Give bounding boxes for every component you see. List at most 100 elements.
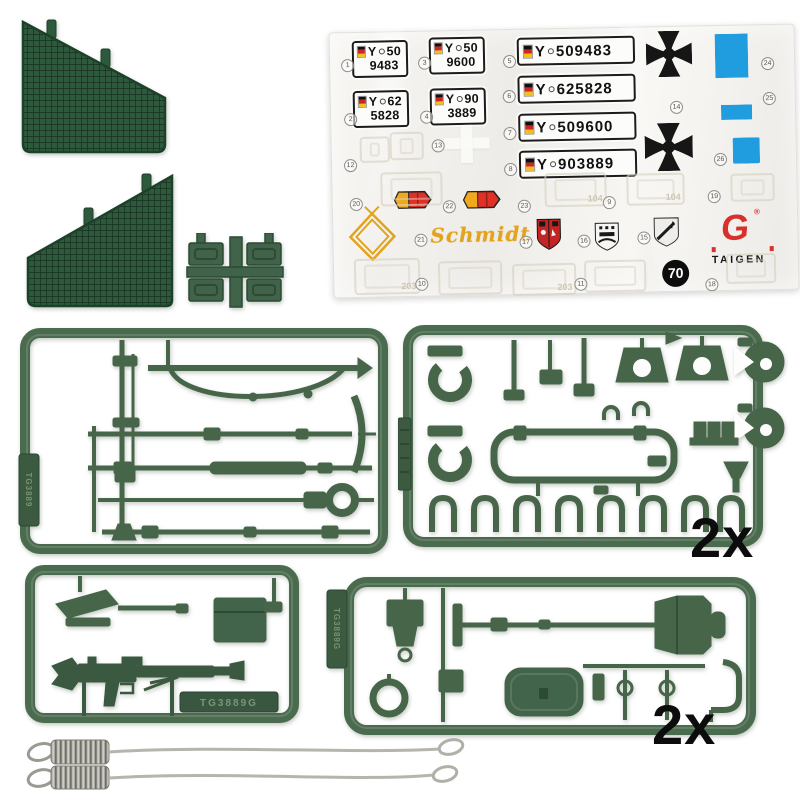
schmidt-script-decal: Schmidt — [430, 221, 531, 248]
blue-decal — [714, 33, 749, 79]
pin-parts — [583, 664, 705, 720]
crank-part — [709, 659, 742, 722]
plate-prefix: Y — [535, 80, 547, 99]
plate-prefix: Y — [445, 91, 455, 107]
sprue-tag-text: TG3889G — [200, 698, 258, 709]
decal-ref-number: 12 — [343, 158, 358, 173]
white-decal-ghost — [389, 131, 424, 161]
sprue-tag: TG3889G — [326, 589, 348, 669]
tow-cables — [26, 738, 465, 790]
plate-prefix: Y — [367, 44, 377, 59]
license-plate-small: Y 50 9483 — [351, 39, 409, 79]
decal-ref-number: 23 — [517, 199, 531, 213]
ghost-decal-outline: 104 — [544, 172, 607, 208]
bracket-parts — [503, 338, 595, 401]
ghost-decal-outline — [730, 172, 775, 202]
decal-ref-number: 7 — [503, 126, 517, 141]
roundel-icon — [549, 124, 556, 131]
registered-mark: ® — [753, 207, 761, 217]
plate-digits: 50 — [463, 40, 479, 55]
plate-prefix: Y — [444, 40, 454, 56]
blue-decal — [732, 137, 761, 164]
quantity-label: 2x — [652, 693, 717, 756]
mesh-grille-panel-bottom — [26, 173, 174, 308]
decal-ref-number: 18 — [705, 278, 719, 292]
plate-digits: 62 — [387, 93, 403, 109]
sprue-tools-rods: TG3889 — [18, 328, 388, 554]
shovel-part — [573, 595, 726, 655]
decal-ref-number: 21 — [414, 233, 428, 247]
roundel-icon — [548, 86, 555, 93]
taigen-mark-icon — [711, 247, 716, 253]
pickaxe-part — [88, 394, 376, 474]
machine-gun-part — [51, 656, 245, 716]
sprue-tag-text: TG3889G — [332, 608, 341, 650]
german-flag-icon — [357, 95, 367, 108]
c-hook-part — [427, 345, 472, 482]
ammo-box-part — [213, 578, 283, 643]
jack-part — [111, 340, 140, 541]
ghost-decal-outline: 203 — [511, 262, 577, 297]
roundel-icon — [455, 44, 462, 52]
shackle-parts — [615, 331, 729, 383]
decal-ref-number: 19 — [707, 189, 721, 204]
plate-digits: 9483 — [369, 58, 399, 73]
german-flag-icon — [524, 120, 535, 135]
decal-ref-number: 14 — [669, 100, 684, 114]
plate-prefix: Y — [536, 118, 548, 137]
german-flag-icon — [524, 157, 536, 172]
red-shield-insignia — [536, 218, 561, 250]
tow-hook-parts — [734, 337, 785, 449]
decal-ref-number: 25 — [762, 91, 776, 106]
ghost-decal-outline — [725, 252, 777, 284]
german-flag-icon — [356, 45, 366, 58]
towbar-part — [148, 340, 373, 402]
track-link-part — [186, 233, 284, 308]
german-flag-icon — [434, 93, 444, 106]
decal-ref-number: 9 — [602, 196, 616, 210]
plate-prefix: Y — [536, 155, 549, 174]
box-part — [438, 669, 464, 693]
periscope-part — [386, 588, 424, 663]
gun-mount-part — [55, 576, 189, 627]
sprue-shovel-tools: TG3889G — [326, 577, 756, 735]
white-decal-ghost — [359, 136, 390, 163]
ghost-decal-outline — [437, 260, 503, 296]
sprue-tag-notched — [398, 417, 412, 491]
plate-digits: 50 — [386, 43, 402, 59]
decal-ref-number: 17 — [519, 235, 533, 249]
sprue-mg-ammo: TG3889G — [25, 565, 299, 723]
mesh-grille-panel-top — [21, 19, 167, 154]
german-flag-icon — [522, 44, 534, 59]
german-flag-icon — [523, 82, 534, 97]
sprue-tag: TG3889 — [18, 453, 40, 527]
iron-cross-icon — [644, 123, 693, 172]
ring-rod-part — [98, 483, 374, 517]
plate-digits: 90 — [464, 91, 480, 106]
plate-digits: 509483 — [555, 41, 613, 60]
roundel-icon — [379, 98, 386, 105]
blue-decal — [720, 104, 753, 120]
plate-digits: 3889 — [447, 105, 477, 121]
tow-cable-2 — [26, 765, 459, 790]
ghost-decal-outline — [380, 171, 443, 207]
roundel-icon — [547, 48, 554, 55]
bottom-rod-part — [92, 426, 370, 539]
sprue-hooks-clamps — [398, 325, 785, 547]
white-shield-insignia — [594, 222, 620, 251]
plate-prefix: Y — [534, 42, 547, 61]
license-plate-long: Y 509483 — [516, 35, 636, 66]
plate-digits: 903889 — [557, 154, 615, 173]
decal-ref-number: 10 — [415, 277, 429, 291]
gray-shield-insignia — [653, 217, 679, 247]
white-cross-decal — [443, 124, 490, 163]
decal-ref-number: 5 — [502, 54, 517, 69]
roundel-icon — [550, 161, 557, 168]
ghost-decal-outline: 203 — [353, 257, 421, 296]
plate-digits: 509600 — [557, 117, 614, 136]
wrench-part — [452, 603, 573, 647]
